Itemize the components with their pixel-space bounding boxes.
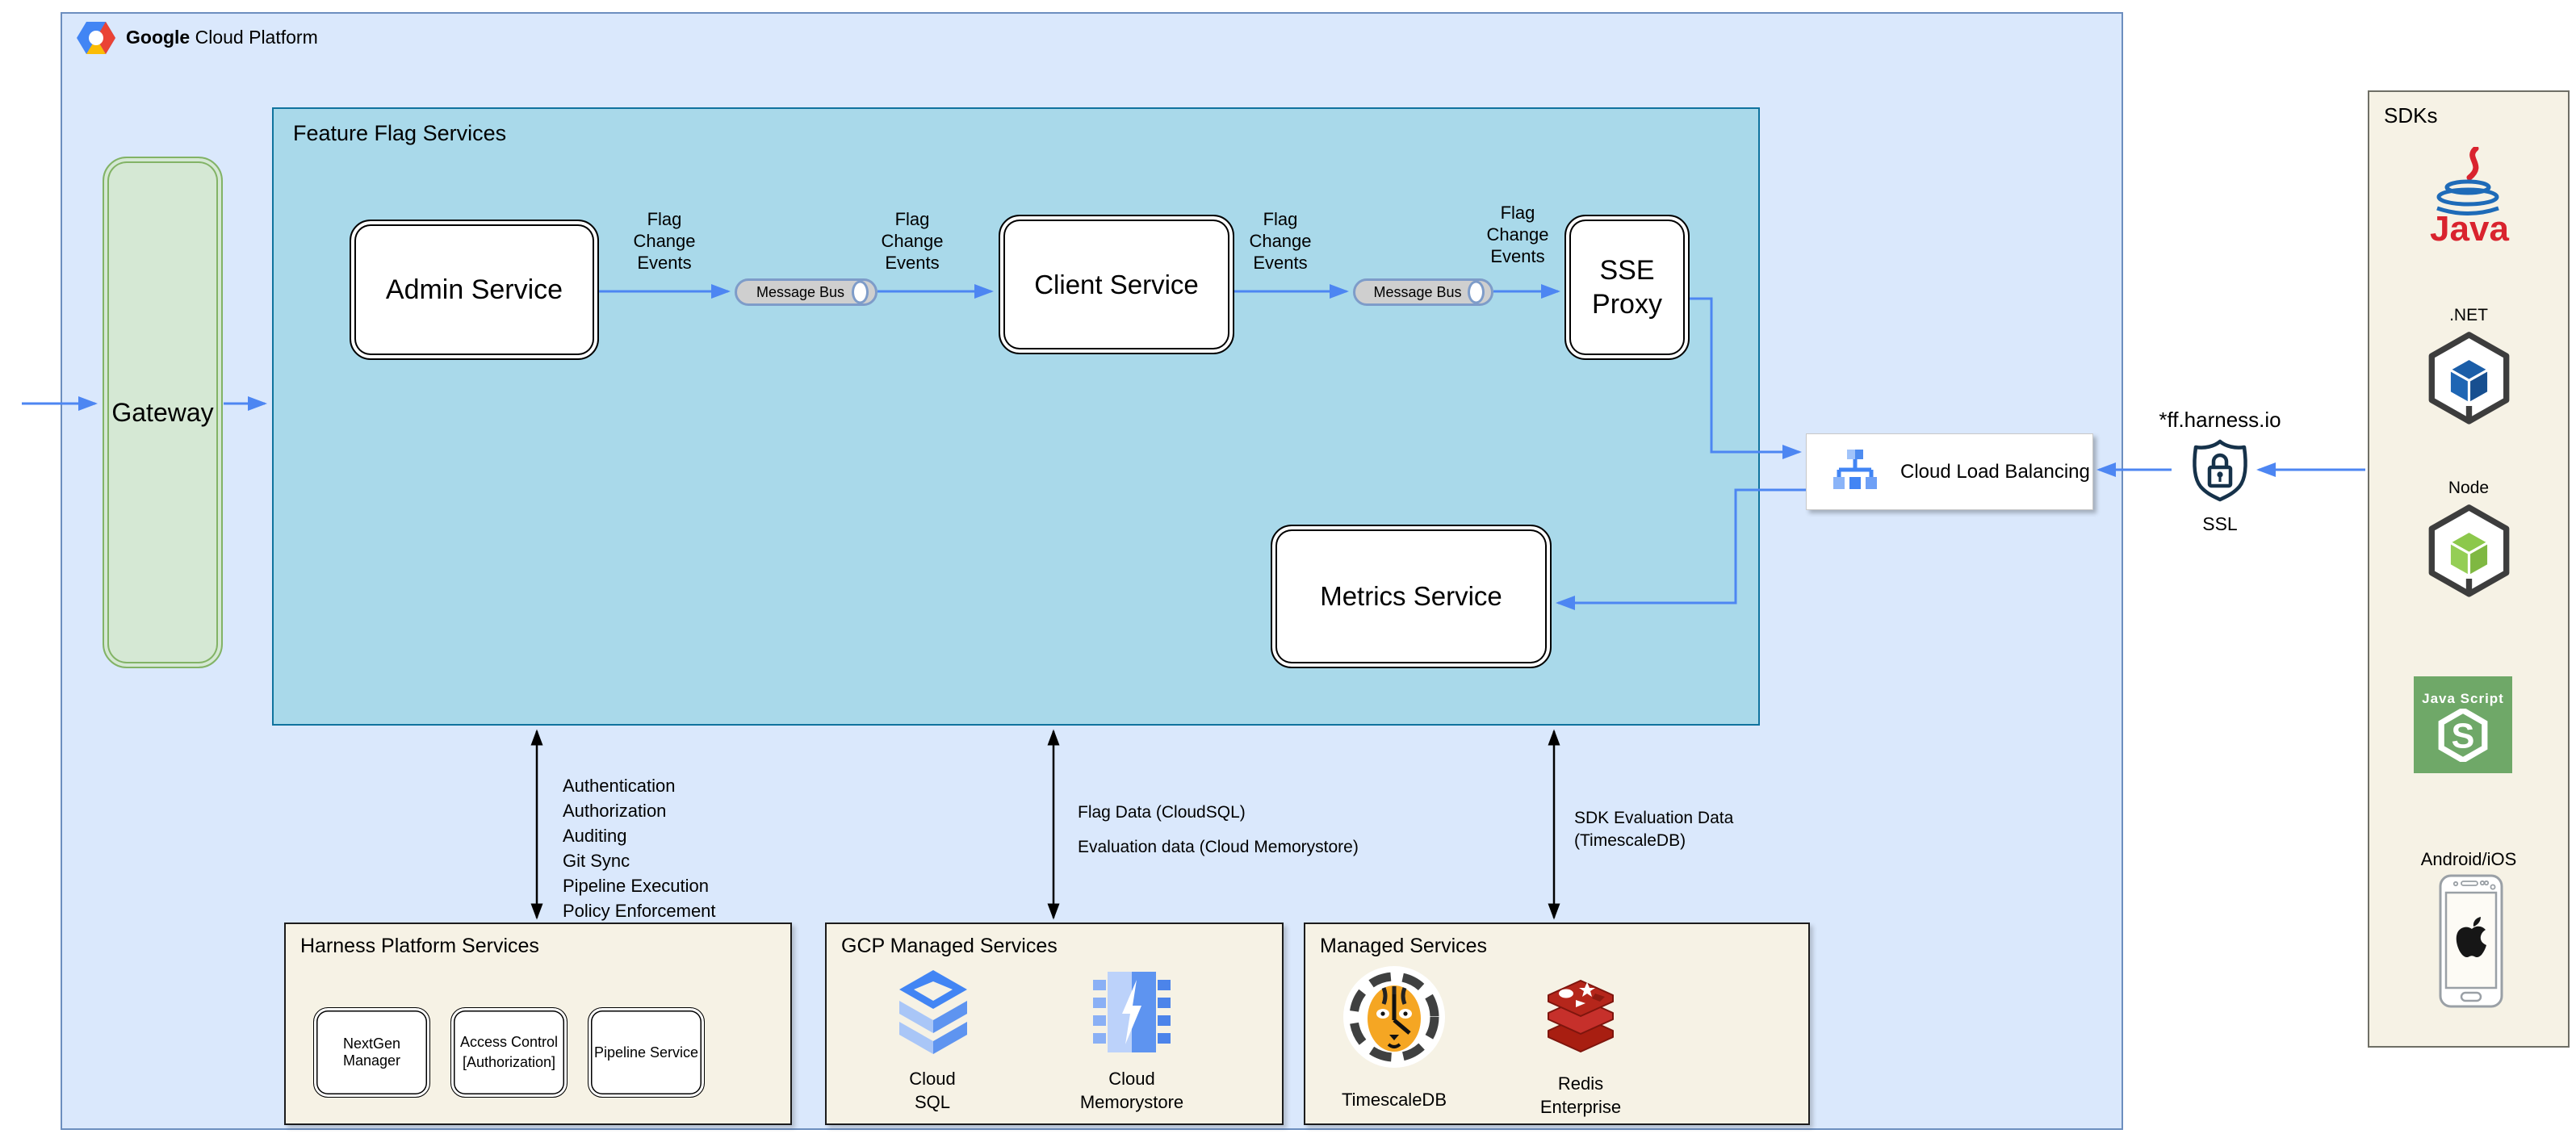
access-control-label-line2: [Authorization] (462, 1054, 556, 1070)
cloud-memorystore-icon[interactable] (1091, 970, 1172, 1054)
metrics-service-node[interactable]: Metrics Service (1271, 525, 1552, 668)
pipeline-service-label: Pipeline Service (593, 1044, 699, 1061)
cloud-load-balancing-label: Cloud Load Balancing (1900, 460, 2090, 483)
java-sdk-icon[interactable]: Java (2418, 147, 2521, 245)
ssl-label: SSL (2202, 513, 2238, 534)
message-bus-1[interactable]: Message Bus (735, 278, 878, 306)
admin-service-label: Admin Service (385, 274, 563, 305)
client-service-label: Client Service (1034, 269, 1199, 299)
timescaledb-icon[interactable] (1342, 960, 1447, 1077)
cylinder-cap-icon (852, 280, 869, 304)
admin-service-node[interactable]: Admin Service (350, 220, 599, 360)
sdk-evaluation-data-label: SDK Evaluation Data (TimescaleDB) (1574, 809, 1734, 850)
javascript-tile-title: Java Script (2422, 691, 2504, 706)
node-sdk-icon[interactable] (2427, 504, 2511, 602)
javascript-sdk-icon[interactable]: Java Script S (2414, 676, 2512, 773)
mobile-label: Android/iOS (2420, 849, 2517, 869)
nextgen-manager-label: NextGen Manager (342, 1035, 401, 1069)
metrics-service-label: Metrics Service (1320, 581, 1502, 611)
managed-services-title: Managed Services (1320, 935, 1488, 957)
message-bus-2[interactable]: Message Bus (1353, 278, 1493, 306)
flag-change-events-label-2: Flag Change Events (881, 209, 944, 273)
apple-logo (2456, 917, 2486, 958)
flag-change-events-label-1: Flag Change Events (633, 209, 696, 273)
sse-proxy-label-line2: Proxy (1592, 289, 1662, 320)
evaluation-data-label: Evaluation data (Cloud Memorystore) (1078, 838, 1359, 856)
access-control-node[interactable]: Access Control [Authorization] (450, 1007, 568, 1098)
flag-change-events-label-3: Flag Change Events (1249, 209, 1312, 273)
pipeline-service-node[interactable]: Pipeline Service (588, 1007, 705, 1098)
cloud-sql-icon[interactable] (896, 969, 970, 1059)
cloud-sql-caption: Cloud SQL (909, 1069, 956, 1112)
node-label: Node (2448, 479, 2490, 497)
redis-icon[interactable] (1540, 973, 1621, 1061)
gateway-label: Gateway (111, 397, 214, 427)
brand-google: Google (126, 27, 191, 48)
brand-cloud-platform: Cloud Platform (195, 27, 318, 48)
gcp-managed-services-title: GCP Managed Services (841, 935, 1058, 957)
dotnet-label: .NET (2449, 306, 2488, 324)
client-service-node[interactable]: Client Service (999, 215, 1234, 354)
platform-link-labels: Authentication Authorization Auditing Gi… (563, 776, 716, 921)
java-logo-text: Java (2430, 209, 2509, 245)
flag-data-label: Flag Data (CloudSQL) (1078, 803, 1246, 822)
cloud-memorystore-caption: Cloud Memorystore (1079, 1069, 1184, 1112)
redis-caption: Redis Enterprise (1539, 1073, 1622, 1117)
gateway-node[interactable]: Gateway (103, 157, 223, 668)
gcp-logo-icon (77, 22, 115, 54)
harness-domain-label: *ff.harness.io (2159, 408, 2281, 432)
javascript-hexagon-s: S (2438, 709, 2488, 762)
message-bus-2-label: Message Bus (1373, 283, 1462, 300)
nextgen-manager-node[interactable]: NextGen Manager (313, 1007, 430, 1098)
sdks-title: SDKs (2384, 103, 2438, 128)
svg-text:S: S (2452, 717, 2475, 755)
sse-proxy-label-line1: SSE (1599, 255, 1655, 286)
header-brand: Google Cloud Platform (126, 27, 318, 48)
cylinder-cap-icon (1468, 280, 1485, 304)
sse-proxy-node[interactable]: SSE Proxy (1564, 215, 1690, 360)
feature-flag-services-title: Feature Flag Services (293, 121, 507, 145)
ssl-shield-lock-icon (2193, 439, 2247, 502)
cloud-load-balancing-icon (1833, 449, 1877, 489)
mobile-sdk-icon[interactable] (2438, 873, 2504, 1009)
timescaledb-caption: TimescaleDB (1342, 1090, 1447, 1110)
access-control-label-line1: Access Control (459, 1034, 559, 1050)
cloud-load-balancing-node[interactable]: Cloud Load Balancing (1806, 433, 2093, 510)
dotnet-sdk-icon[interactable] (2427, 331, 2511, 429)
message-bus-1-label: Message Bus (756, 283, 845, 300)
flag-change-events-label-4: Flag Change Events (1486, 203, 1549, 266)
platform-services-title: Harness Platform Services (300, 935, 539, 957)
